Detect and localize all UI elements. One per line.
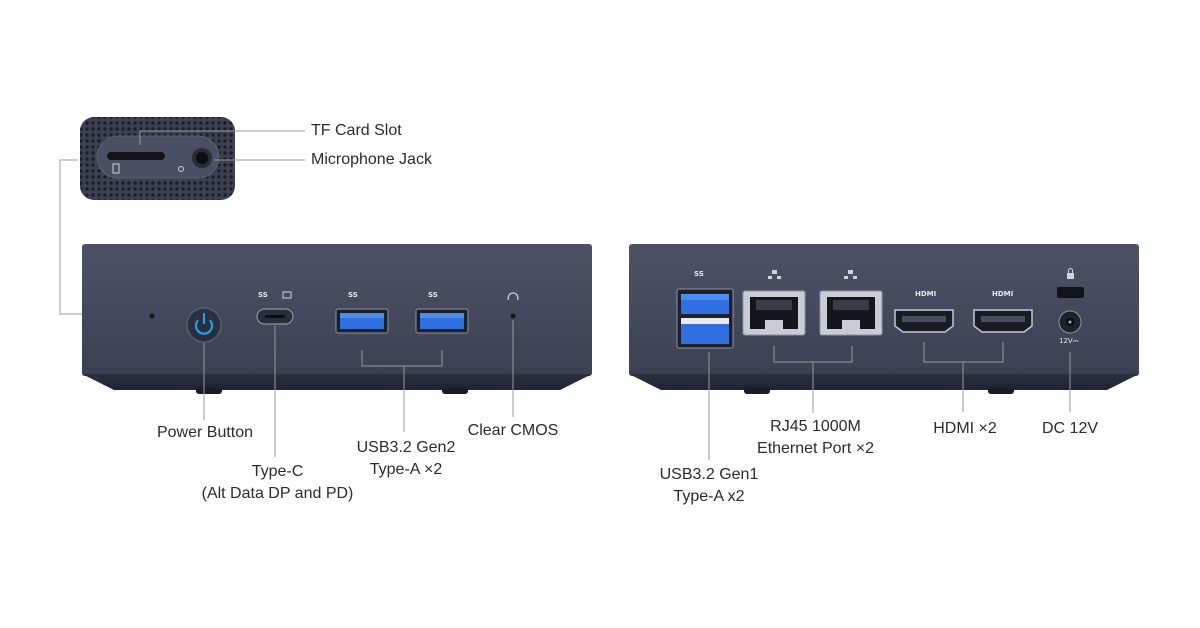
tf-callout-line	[139, 130, 305, 145]
usb-gen1-label-line1: USB3.2 Gen1	[659, 466, 759, 483]
rear-foot-right	[988, 387, 1014, 394]
hdmi-port-2-text: HDMI	[992, 290, 1014, 298]
usb-gen2-label-line1: USB3.2 Gen2	[356, 439, 456, 456]
type-c-label: Type-C (Alt Data DP and PD)	[180, 461, 375, 505]
usb-gen2-bracket	[361, 350, 443, 367]
front-foot-left	[196, 387, 222, 394]
power-icon-arc	[194, 319, 214, 335]
kensington-lock-slot	[1057, 287, 1084, 298]
rj45-label-line2: Ethernet Port ×2	[757, 440, 874, 457]
network-icon-1	[768, 270, 781, 279]
side-panel	[80, 117, 235, 200]
ss-usb-mark-2: SS	[428, 291, 438, 299]
lock-icon	[1067, 268, 1074, 279]
microphone-jack-label: Microphone Jack	[311, 151, 432, 168]
power-button-label: Power Button	[156, 424, 254, 441]
ss-usb-mark-rear: SS	[694, 270, 704, 278]
dc-port-text: 12V⎓	[1059, 337, 1079, 345]
rj45-label-line1: RJ45 1000M	[770, 418, 861, 435]
front-foot-right	[442, 387, 468, 394]
clear-cmos-label: Clear CMOS	[467, 422, 559, 439]
ss-usb-mark-typec: SS	[258, 291, 268, 299]
side-callouts	[59, 130, 305, 315]
rear-unit	[629, 244, 1139, 394]
hdmi-label: HDMI ×2	[933, 420, 997, 437]
usb-gen1-label-line2: Type-A x2	[673, 488, 745, 505]
hdmi-port-2	[973, 309, 1033, 333]
usb-gen2-label: USB3.2 Gen2 Type-A ×2	[340, 437, 472, 481]
microphone-icon	[178, 166, 184, 172]
side-to-front-line	[59, 159, 84, 315]
rj45-port-2	[819, 290, 883, 336]
usb-gen1-port-2	[681, 324, 729, 344]
tf-card-icon	[112, 163, 120, 174]
hdmi-port-1-text: HDMI	[915, 290, 937, 298]
dc-label: DC 12V	[1041, 420, 1099, 437]
clear-cmos-icon	[507, 292, 519, 301]
type-c-label-line2: (Alt Data DP and PD)	[201, 485, 354, 502]
front-callouts	[203, 320, 514, 457]
rj45-port-1	[742, 290, 806, 336]
tf-card-slot-label: TF Card Slot	[311, 122, 402, 139]
clear-cmos-hole	[510, 313, 516, 319]
rear-chassis	[629, 244, 1139, 376]
front-led	[149, 313, 155, 319]
rear-callouts	[708, 342, 1071, 460]
type-c-label-line1: Type-C	[251, 463, 304, 480]
microphone-jack	[196, 152, 208, 164]
network-icon-2	[844, 270, 857, 279]
front-base	[82, 374, 592, 390]
display-icon	[282, 291, 292, 299]
hdmi-port-1	[894, 309, 954, 333]
rear-foot-left	[744, 387, 770, 394]
rear-base	[629, 374, 1139, 390]
ss-usb-mark-1: SS	[348, 291, 358, 299]
rj45-label: RJ45 1000M Ethernet Port ×2	[743, 416, 888, 460]
usb-gen1-label: USB3.2 Gen1 Type-A x2	[644, 464, 774, 508]
tf-card-slot	[107, 152, 165, 160]
front-unit	[82, 244, 592, 394]
power-button	[186, 307, 222, 343]
usb-gen2-label-line2: Type-A ×2	[369, 461, 443, 478]
